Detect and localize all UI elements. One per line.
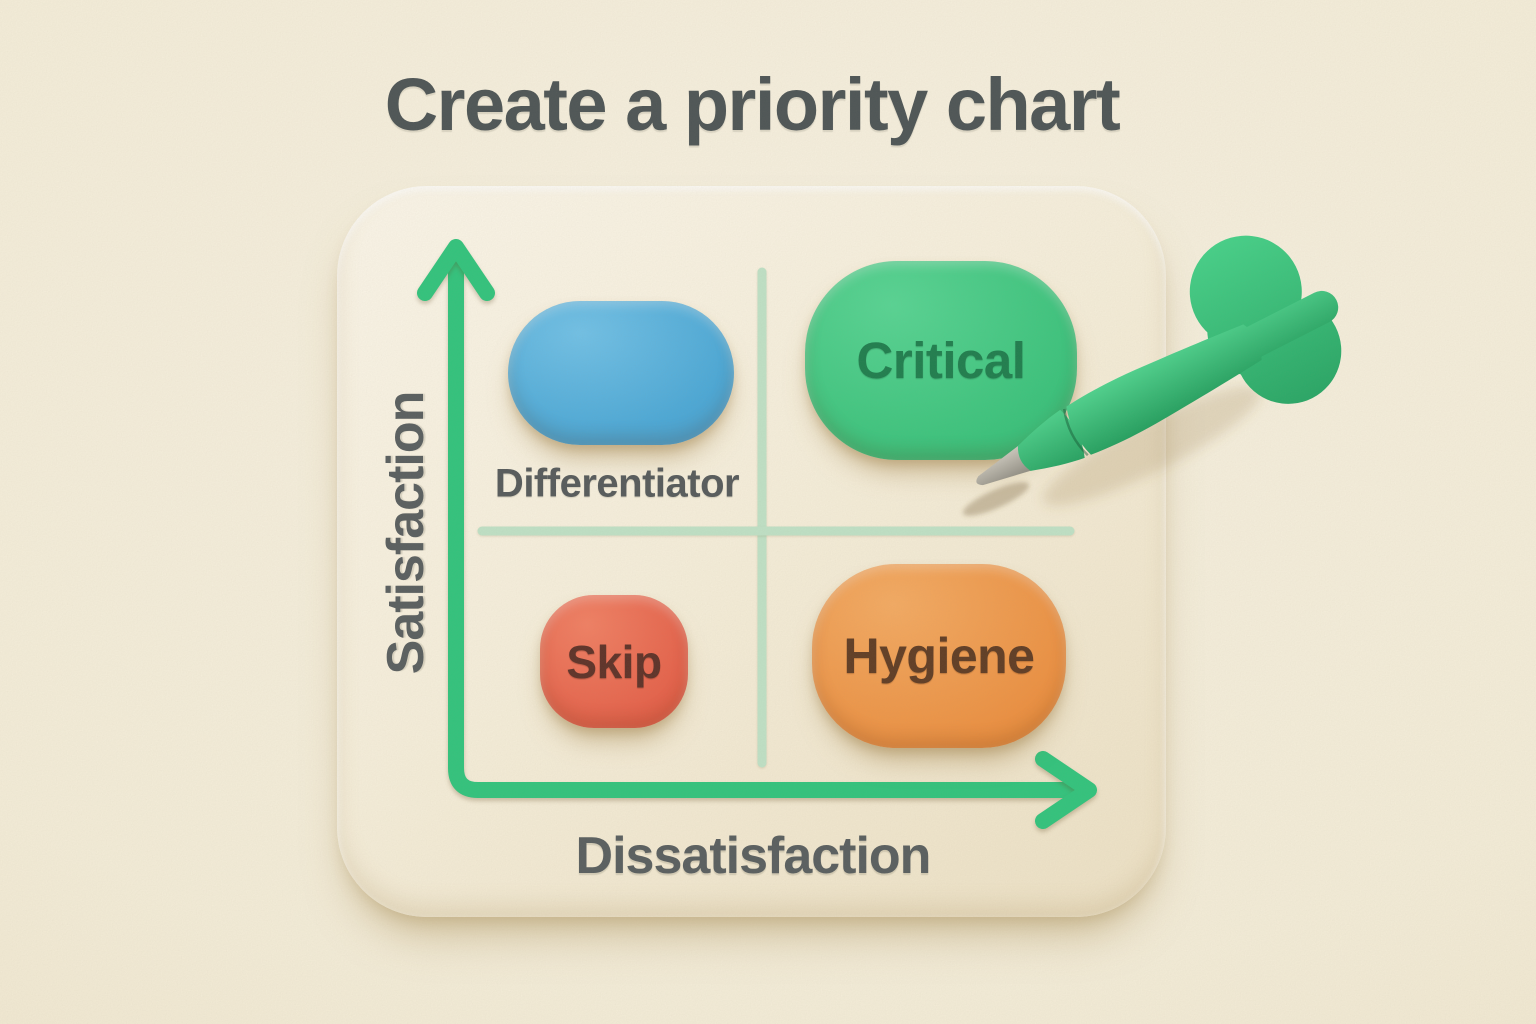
differentiator-blob (508, 301, 734, 445)
critical-blob: Critical (805, 261, 1077, 460)
hygiene-blob: Hygiene (812, 564, 1066, 748)
x-axis-label: Dissatisfaction (575, 827, 932, 885)
dart-fin-ridge (1209, 290, 1339, 373)
page-title: Create a priority chart (384, 63, 1121, 146)
dart-flight-lower-lobe (1235, 297, 1342, 404)
dart-flight-upper-lobe (1189, 235, 1302, 348)
dart-flight-mid-lobe (1207, 285, 1298, 376)
skip-label: Skip (566, 635, 662, 688)
skip-blob: Skip (540, 595, 688, 728)
y-axis-label: Satisfaction (377, 391, 435, 675)
hygiene-label: Hygiene (843, 628, 1035, 684)
critical-label: Critical (856, 332, 1026, 389)
differentiator-label: Differentiator (494, 461, 740, 506)
